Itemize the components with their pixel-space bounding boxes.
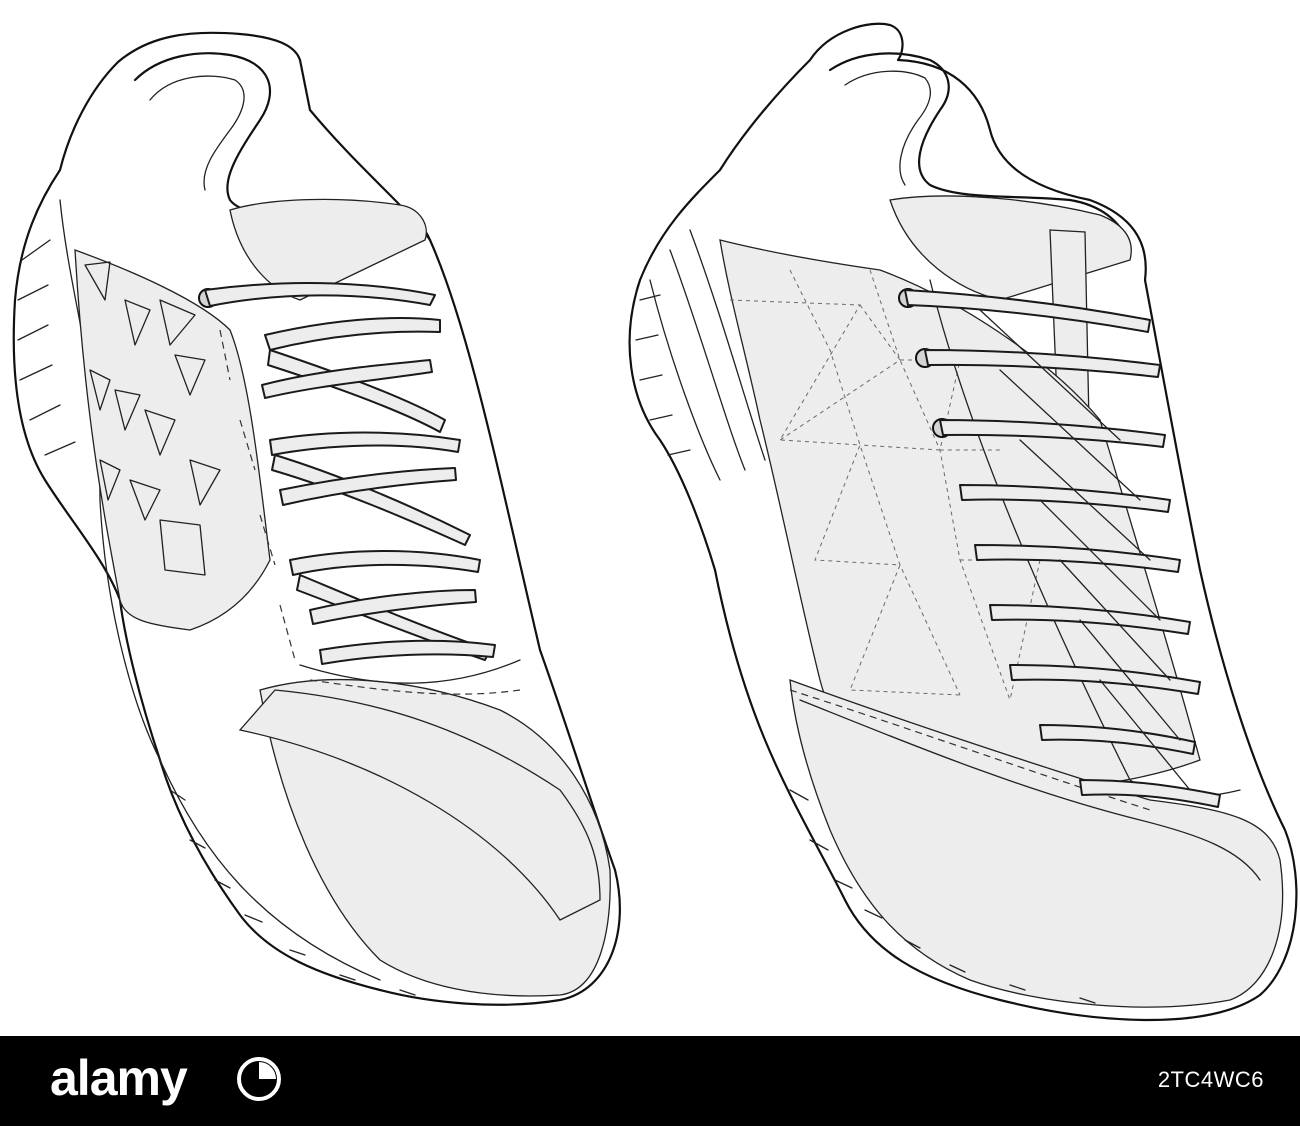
right-shoe-outsole xyxy=(628,22,1298,1022)
image-id-label: 2TC4WC6 xyxy=(1157,1067,1264,1092)
right-shoe-collar xyxy=(828,52,1132,247)
right-shoe-rand-line xyxy=(799,699,1261,881)
left-shoe-lace-stitching xyxy=(219,329,296,661)
sneaker-line-art xyxy=(12,22,1298,1022)
left-shoe-laces xyxy=(204,282,496,665)
left-shoe-tongue xyxy=(229,198,427,301)
right-shoe-heel-tread xyxy=(635,294,691,456)
right-shoe-side-band xyxy=(649,229,766,481)
left-shoe-heel-tab xyxy=(149,75,245,191)
illustration-canvas xyxy=(12,22,1298,1022)
right-shoe-laces xyxy=(904,289,1221,808)
stock-footer-bar: alamy 2TC4WC6 xyxy=(0,1036,1300,1126)
left-shoe-vamp-line xyxy=(299,659,521,684)
right-shoe-tongue xyxy=(889,195,1132,301)
left-shoe-bottom-lugs xyxy=(169,789,416,996)
left-shoe-toe-overlay xyxy=(238,689,601,921)
right-hiking-shoe xyxy=(628,22,1298,1022)
left-shoe-cutouts xyxy=(84,261,221,576)
left-shoe-side-panel xyxy=(74,249,271,631)
stock-logo-icon xyxy=(237,1057,281,1101)
left-running-shoe xyxy=(12,31,621,1006)
brand-logo-text: alamy xyxy=(50,1050,188,1106)
right-shoe-bottom-lugs xyxy=(789,789,1096,1004)
left-shoe-toe-stitch xyxy=(309,679,521,695)
right-shoe-heel-tab xyxy=(844,70,931,186)
left-shoe-heel-tread xyxy=(17,239,76,456)
